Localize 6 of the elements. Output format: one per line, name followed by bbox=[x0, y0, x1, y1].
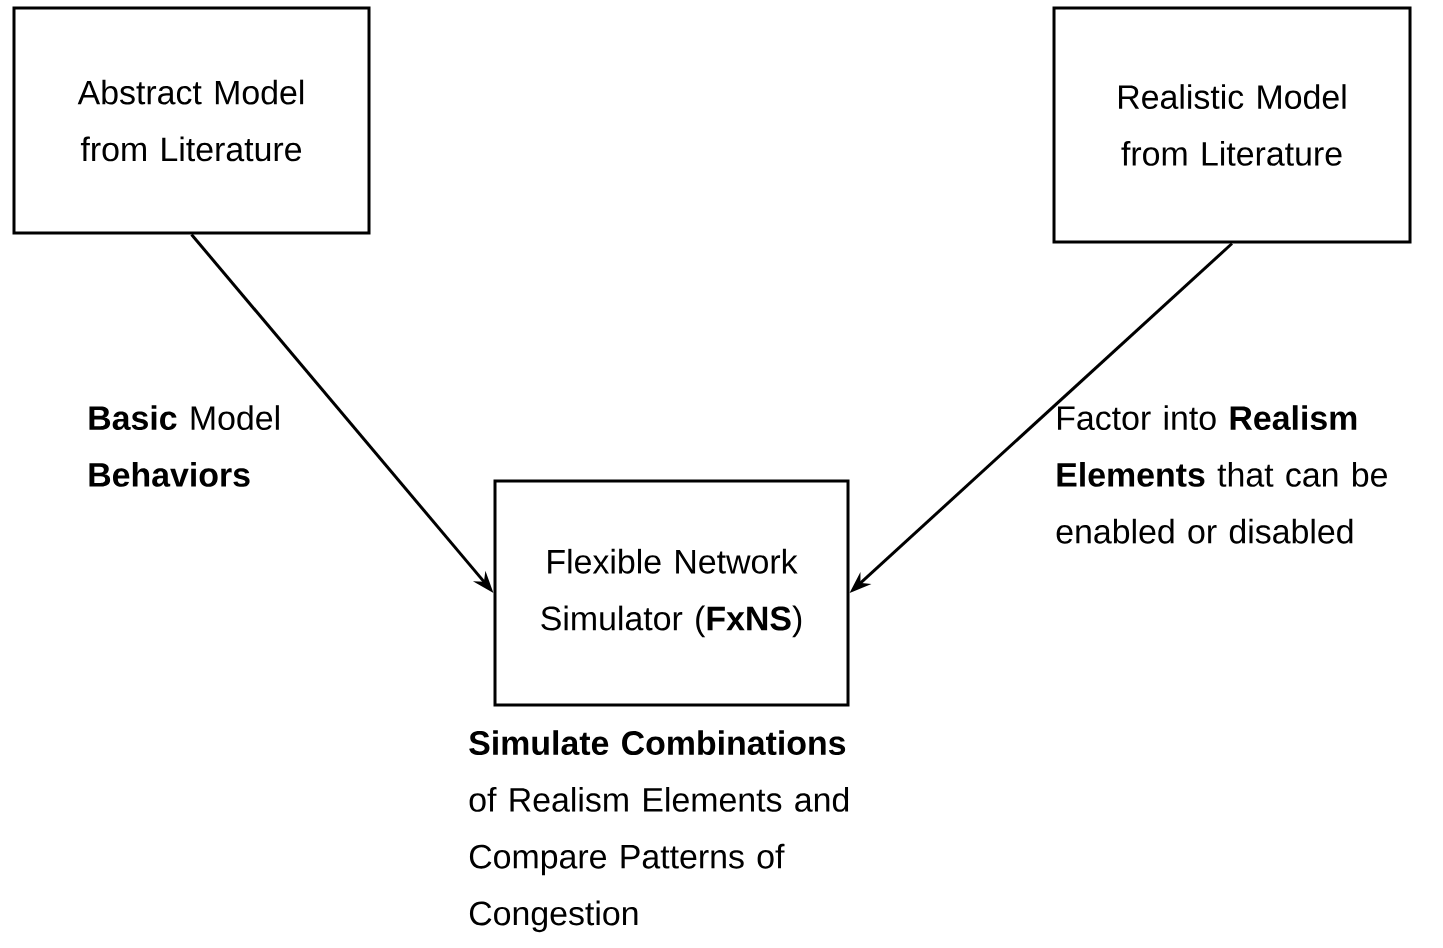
process-box: Realistic Model from Literature bbox=[1052, 6, 1412, 244]
edge-label: Factor into Realism Elements that can be enabled or disabled bbox=[1056, 405, 1387, 544]
edge-label: Basic Model Behaviors bbox=[89, 405, 279, 487]
process-box: Abstract Model from Literature bbox=[12, 6, 371, 235]
caption-text: Simulate Combinations of Realism Elements and Compare Patterns of Congestion bbox=[469, 730, 849, 933]
process-box: Flexible Network Simulator (FxNS) bbox=[493, 479, 850, 707]
